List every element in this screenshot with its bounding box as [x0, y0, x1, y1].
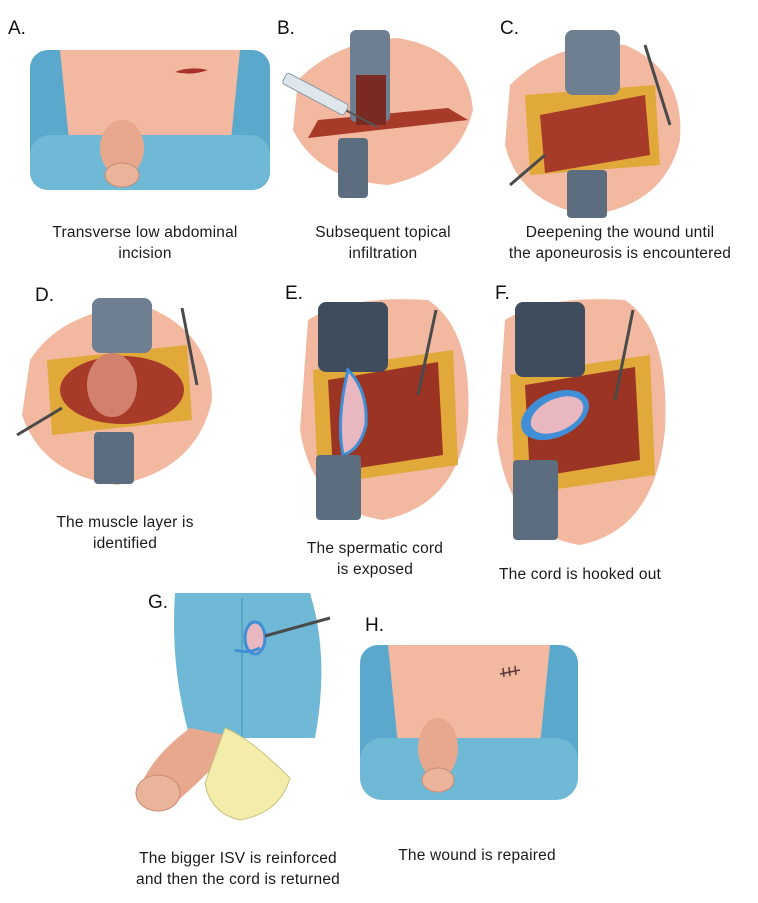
caption-c: Deepening the wound until the aponeurosi…: [508, 224, 732, 262]
upper-retractor: [92, 298, 152, 353]
muscle-layer: [540, 95, 650, 173]
muscle-fibers: [87, 353, 137, 417]
upper-retractor: [515, 302, 585, 377]
lower-retractor: [94, 432, 134, 484]
panel-letter: C.: [500, 18, 519, 39]
panel-letter: D.: [35, 285, 54, 306]
caption-e: The spermatic cord is exposed: [306, 540, 444, 578]
illustration-a-abdominal-incision: [30, 50, 270, 190]
upper-retractor: [565, 30, 620, 95]
caption-d: The muscle layer is identified: [56, 514, 194, 552]
isv-vessel: [243, 620, 267, 656]
hook-instrument: [234, 646, 261, 654]
suture-line: [499, 665, 521, 678]
caption-h: The wound is repaired: [398, 847, 556, 864]
caption-f: The cord is hooked out: [498, 566, 662, 583]
panel-letter: G.: [148, 592, 169, 613]
lower-retractor: [316, 455, 361, 520]
forceps: [264, 616, 331, 638]
caption-g: The bigger ISV is reinforced and then th…: [136, 850, 340, 888]
forceps: [643, 44, 672, 126]
gloved-hand: [204, 727, 291, 821]
illustration-c-deepening-wound: [505, 30, 681, 218]
skin-area: [60, 50, 240, 150]
drape: [174, 593, 322, 738]
spermatic-cord: [338, 367, 368, 457]
lower-drape: [30, 135, 270, 190]
glans: [135, 774, 181, 812]
spermatic-cord: [530, 396, 584, 434]
glans: [421, 767, 455, 793]
panel-letter: B.: [277, 18, 295, 39]
illustration-b-topical-infiltration: [282, 30, 473, 198]
caption-b: Subsequent topical infiltration: [315, 224, 451, 262]
illustration-h-wound-repaired: [360, 645, 578, 800]
forceps: [180, 307, 199, 386]
lower-retractor: [338, 138, 368, 198]
illustration-e-cord-exposed: [300, 299, 469, 520]
lower-retractor: [567, 170, 607, 218]
caption-a: Transverse low abdominal incision: [52, 224, 238, 262]
forceps: [416, 309, 438, 396]
panel-letter: A.: [8, 18, 26, 39]
syringe: [282, 72, 378, 128]
wound-opening: [308, 108, 468, 138]
panel-letter: F.: [495, 283, 510, 304]
penis-shaft: [100, 120, 144, 176]
scalpel: [509, 153, 546, 187]
glans: [104, 162, 140, 188]
wound-depth: [356, 75, 386, 125]
penis-shaft: [418, 718, 458, 778]
scalpel: [16, 406, 63, 437]
panel-letter: E.: [285, 283, 303, 304]
illustration-g-isv-reinforced: [135, 593, 331, 821]
lower-drape: [360, 738, 578, 800]
incision-line: [175, 68, 208, 74]
forceps: [613, 309, 635, 401]
skin-area: [388, 645, 550, 745]
panel-letter: H.: [365, 615, 384, 636]
lower-retractor: [513, 460, 558, 540]
illustration-d-muscle-layer: [16, 298, 212, 485]
illustration-f-cord-hooked: [497, 299, 666, 545]
upper-retractor: [318, 302, 388, 372]
